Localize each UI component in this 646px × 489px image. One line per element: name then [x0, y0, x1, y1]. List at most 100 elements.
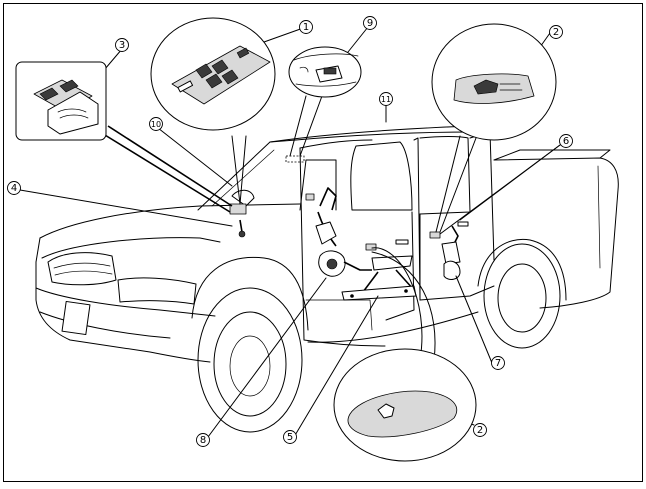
- side-mirror: [231, 189, 255, 207]
- door-lock-knob: [238, 230, 246, 238]
- detail-bubble-9: [288, 46, 362, 98]
- callout-6: 6: [559, 134, 573, 148]
- connector-bubble-1: [231, 135, 247, 205]
- leader-4: [19, 189, 233, 227]
- rear-switch-grooves: [499, 83, 523, 91]
- bed-rail: [493, 149, 611, 161]
- svg-text:2: 2: [553, 27, 559, 38]
- callout-1: 1: [299, 20, 313, 34]
- hood-line: [39, 203, 301, 239]
- regulator-motor: [315, 221, 337, 245]
- switch-3-key-a: [39, 87, 59, 101]
- svg-text:10: 10: [151, 120, 161, 129]
- rear-window-regulator-bracket: [341, 255, 417, 301]
- detail-connectors: [99, 95, 477, 361]
- tailgate-line: [597, 165, 601, 269]
- front-door-window: [299, 159, 337, 211]
- rear-door-window: [350, 141, 413, 211]
- rear-door-lower: [419, 213, 495, 301]
- callout-2-upper: 2: [549, 25, 563, 39]
- switch-key-3: [221, 69, 239, 85]
- hood-front-edge: [41, 237, 221, 259]
- callout-10: 10: [149, 117, 163, 131]
- callout-11: 11: [379, 92, 393, 106]
- svg-text:4: 4: [11, 183, 17, 194]
- switch-base-3: [47, 91, 99, 135]
- regulator-base-plate: [341, 285, 417, 301]
- connector-bubble-3-lower: [99, 131, 231, 213]
- main-switch-panel: [171, 45, 271, 105]
- connector-bubble-3-upper: [107, 125, 233, 207]
- leader-6b: [459, 144, 561, 221]
- interior-lamp-lens: [323, 67, 337, 75]
- b-pillar: [413, 137, 421, 301]
- bumper-top: [35, 287, 216, 317]
- callout-markers: 1 2 2 3 4 5 6 7: [7, 16, 573, 447]
- svg-text:5: 5: [287, 432, 293, 443]
- leader-1: [263, 26, 307, 43]
- bumper-bottom: [39, 311, 171, 339]
- detail-box-3: [15, 61, 107, 141]
- lock-switch: [236, 47, 250, 59]
- rear-door-handle: [457, 221, 469, 227]
- svg-text:8: 8: [200, 435, 206, 446]
- front-door-top: [299, 139, 373, 149]
- connector-bubble-2b-inner: [371, 247, 423, 361]
- rear-cab-window: [419, 136, 471, 215]
- switch-key-2: [211, 59, 229, 75]
- rear-power-window-switch: [429, 231, 441, 239]
- callout-3: 3: [115, 38, 129, 52]
- windshield-inner-edge: [211, 149, 275, 207]
- figure-border: [3, 3, 643, 482]
- grille-slats: [53, 262, 113, 276]
- connector-bubble-2a: [435, 135, 477, 233]
- truck-bed: [493, 157, 619, 309]
- rear-rim: [497, 263, 547, 333]
- front-fascia: [35, 237, 211, 363]
- rear-switch-key: [473, 79, 499, 95]
- detail-bubble-1: [150, 17, 276, 131]
- front-door-lower-panel: [305, 299, 373, 331]
- leader-10: [157, 127, 233, 187]
- rear-regulator-motor: [441, 241, 461, 265]
- switch-3-key-b: [59, 79, 79, 93]
- front-rim: [213, 311, 287, 417]
- regulator-link: [343, 261, 372, 271]
- svg-text:6: 6: [563, 136, 569, 147]
- svg-text:11: 11: [381, 95, 391, 104]
- svg-text:7: 7: [495, 358, 501, 369]
- regulator-bracket-top: [371, 255, 413, 271]
- rear-wheel-arch: [477, 238, 567, 301]
- svg-text:3: 3: [119, 40, 125, 51]
- headlight: [117, 277, 197, 305]
- leader-5: [293, 295, 379, 438]
- bolt-2: [404, 289, 408, 293]
- roof-inner: [295, 131, 473, 141]
- power-window-main-switch: [229, 203, 247, 215]
- bolt-1: [350, 294, 354, 298]
- connector-bubble-2b-outer: [371, 251, 436, 361]
- license-plate: [61, 300, 91, 336]
- switch-key-1: [195, 63, 213, 79]
- rear-door-switch-small: [365, 243, 377, 251]
- door-switch-key: [377, 403, 395, 419]
- lamp-wire: [299, 66, 309, 73]
- leader-8: [207, 277, 327, 438]
- door-switch-bezel: [347, 390, 458, 438]
- interior-lamp-dashed: [285, 155, 305, 163]
- grille: [47, 252, 117, 286]
- svg-text:1: 1: [303, 22, 309, 33]
- pickup-truck: [35, 125, 619, 433]
- leader-7: [455, 275, 493, 364]
- door-handle: [395, 239, 409, 245]
- callout-7: 7: [491, 356, 505, 370]
- connector-bubble-9: [289, 95, 323, 157]
- rocker-panel: [307, 311, 479, 343]
- front-wheel-arch: [191, 256, 309, 331]
- front-hub: [229, 335, 271, 397]
- front-door-switch-small: [305, 193, 315, 201]
- callout-9: 9: [363, 16, 377, 30]
- callout-5: 5: [283, 430, 297, 444]
